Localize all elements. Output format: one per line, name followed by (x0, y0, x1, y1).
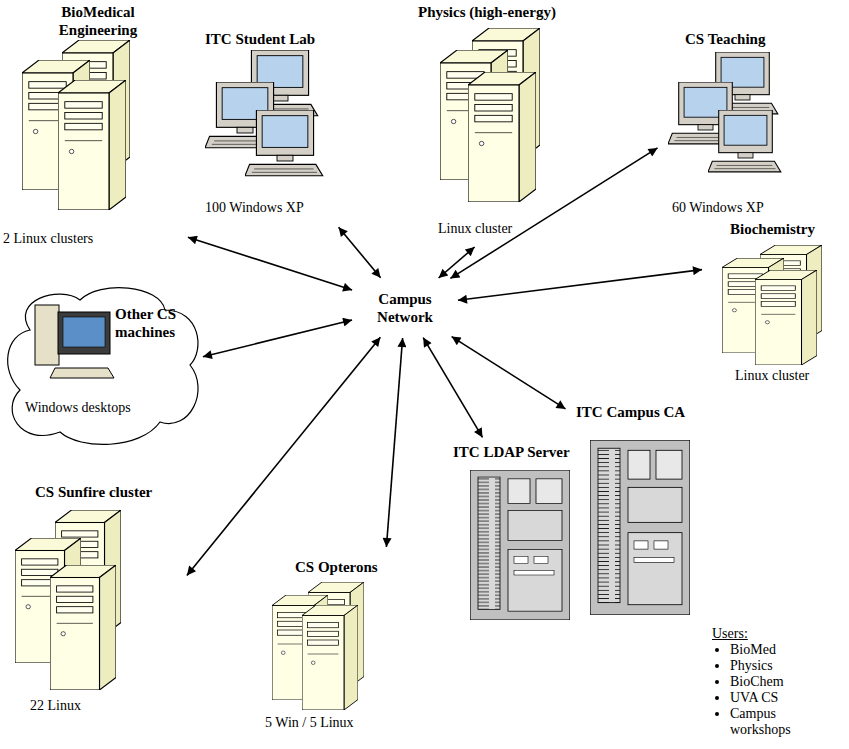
group-title: CS Opterons (295, 558, 378, 576)
workstation-group (205, 50, 323, 176)
cloud-outline (8, 288, 198, 445)
group-caption: 60 Windows XP (672, 200, 764, 217)
network-link (450, 148, 657, 279)
group-title: Other CS machines (115, 305, 190, 341)
equipment-group: BioMedical Engineering 2 Linux clusters (3, 3, 185, 255)
list-item: UVA CS (730, 690, 830, 706)
equipment-group: ITC Campus CA (568, 403, 698, 625)
server-tower (468, 72, 536, 202)
users-list: Users:BioMedPhysicsBioChemUVA CSCampus w… (712, 626, 830, 738)
server-tower (58, 80, 126, 210)
server-tower (302, 605, 358, 710)
workstation (245, 110, 323, 176)
list-item: Physics (730, 658, 830, 674)
equipment-group: CS Opterons 5 Win / 5 Linux (260, 550, 400, 735)
equipment-group: Campus Network (355, 280, 455, 335)
group-title: Biochemistry (730, 220, 815, 238)
network-link (423, 338, 482, 438)
ca-server (590, 440, 690, 615)
server-cluster (272, 582, 364, 710)
server-cluster (22, 40, 130, 210)
equipment-group: CS Teaching 60 Windows XP (660, 28, 790, 220)
group-title: CS Teaching (685, 30, 765, 48)
network-link (187, 337, 381, 575)
equipment-group: Physics (high-energy) Linux cluster (418, 3, 590, 245)
desktop-tower (35, 305, 59, 365)
network-link (339, 227, 381, 277)
ldap-server (470, 470, 570, 620)
desktop-keyboard (50, 368, 114, 378)
group-caption: 22 Linux (30, 698, 81, 715)
group-caption: Linux cluster (735, 368, 809, 385)
server-cluster (15, 510, 121, 690)
desktop-screen (63, 317, 105, 347)
network-link (188, 237, 352, 290)
group-title: Campus Network (365, 290, 445, 326)
list-item: BioChem (730, 674, 830, 690)
network-link (386, 338, 402, 547)
group-caption: Linux cluster (438, 221, 512, 238)
desktop-monitor (58, 312, 110, 354)
equipment-group: Other CS machinesWindows desktops (5, 290, 200, 450)
workstation (708, 110, 781, 172)
server-tower (755, 270, 817, 365)
list-item: BioMed (730, 642, 830, 658)
network-link (203, 320, 352, 357)
workstation-group (668, 52, 781, 172)
group-title: Physics (high-energy) (418, 3, 556, 21)
network-link (452, 337, 566, 409)
list-heading: Users: (712, 626, 830, 642)
server-tower (50, 565, 116, 690)
equipment-group: ITC Student Lab 100 Windows XP (195, 28, 345, 225)
group-caption: 5 Win / 5 Linux (265, 715, 354, 732)
equipment-group: CS Sunfire cluster 22 Linux (10, 483, 185, 725)
group-caption: 100 Windows XP (205, 200, 304, 217)
server-cluster (440, 28, 540, 202)
equipment-group: BiochemistryLinux cluster (705, 220, 845, 392)
server-cluster (722, 245, 822, 365)
group-caption: 2 Linux clusters (3, 231, 93, 248)
group-title: BioMedical Engineering (33, 3, 163, 39)
group-title: CS Sunfire cluster (35, 483, 152, 501)
group-title: ITC Student Lab (205, 30, 315, 48)
group-caption: Windows desktops (25, 400, 131, 417)
group-title: ITC Campus CA (576, 403, 685, 421)
network-link (439, 247, 475, 278)
desktop-cloud (8, 288, 198, 445)
group-title: ITC LDAP Server (453, 443, 570, 461)
network-link (458, 270, 702, 301)
list-item: Campus workshops (730, 706, 830, 738)
equipment-group: ITC LDAP Server (450, 440, 580, 625)
bullet-list: BioMedPhysicsBioChemUVA CSCampus worksho… (712, 642, 830, 738)
